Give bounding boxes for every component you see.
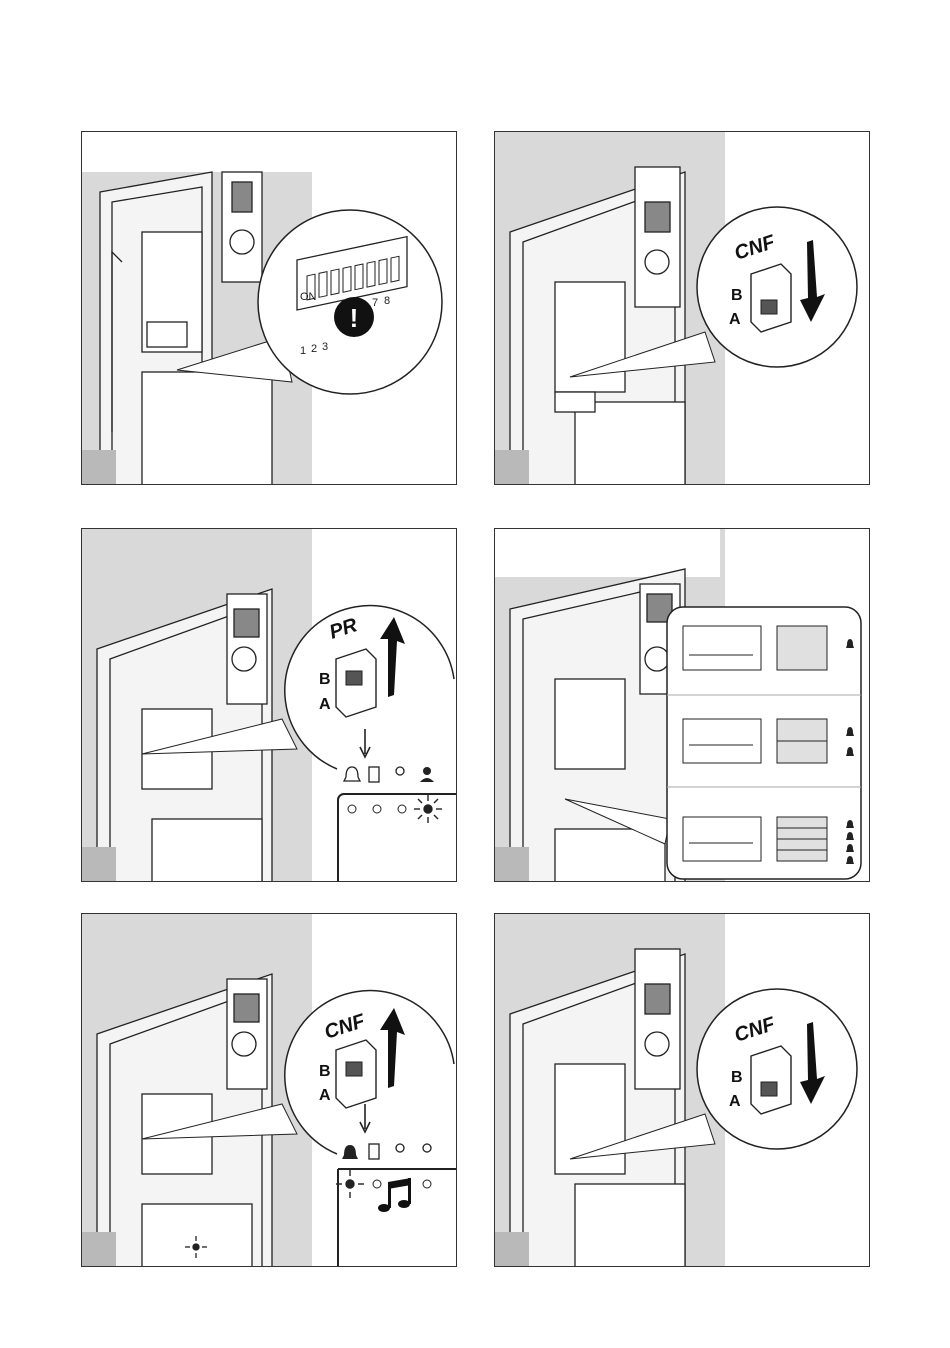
dip-number-1: 1 [300, 345, 306, 357]
status-icons-row [344, 767, 434, 782]
switch-label-a: A [319, 696, 331, 713]
dip-setting-1 [683, 626, 761, 670]
led-indicator [373, 1180, 381, 1188]
step-marker [495, 847, 529, 881]
speaking-person-icon [396, 1144, 404, 1152]
switch-label-a: A [729, 1093, 741, 1110]
switch-label-b: B [319, 671, 331, 688]
blinking-led-icon [336, 1170, 364, 1198]
switch-label-a: A [319, 1087, 331, 1104]
dip-on-label: ON [300, 291, 317, 303]
dip-setting-3 [683, 817, 761, 861]
device-illustration: ON 1 2 3 7 8 ! [82, 132, 457, 485]
warning-icon: ! [334, 297, 374, 337]
device-illustration: CNF B A [82, 914, 457, 1267]
dip-setting-2 [683, 719, 761, 763]
speaking-person-icon [396, 767, 404, 775]
step-marker [82, 847, 116, 881]
panel-dip-configuration [494, 528, 870, 882]
slide-switch [336, 1040, 376, 1108]
switch-label-b: B [731, 1069, 743, 1086]
led-indicator [423, 1180, 431, 1188]
step-marker [495, 1232, 529, 1266]
dip-number-3: 3 [322, 341, 328, 353]
device-illustration: CNF B A [495, 914, 870, 1267]
switch-label-b: B [319, 1063, 331, 1080]
panel-cnf-switch-down-final: CNF B A [494, 913, 870, 1267]
dip-number-2: 2 [311, 343, 317, 355]
step-marker [82, 1232, 116, 1266]
panel-dip-switch-warning: ON 1 2 3 7 8 ! [81, 131, 457, 485]
switch-label-a: A [729, 311, 741, 328]
door-icon [369, 1144, 379, 1159]
dip-number-7: 7 [372, 297, 378, 309]
door-icon [369, 767, 379, 782]
slide-switch [751, 1046, 791, 1114]
slide-switch [751, 264, 791, 332]
dip-number-8: 8 [384, 295, 390, 307]
step-marker [82, 450, 116, 484]
music-note-icon [378, 1178, 411, 1212]
panel-pr-switch-up: PR B A [81, 528, 457, 882]
device-illustration [495, 529, 870, 882]
person-icon [423, 1144, 431, 1152]
device-illustration: PR B A [82, 529, 457, 882]
panel-layout-1 [777, 626, 827, 670]
slide-switch [336, 649, 376, 717]
panel-cnf-switch-up: CNF B A [81, 913, 457, 1267]
blinking-led-icon [414, 795, 442, 823]
bell-icon [344, 767, 360, 781]
device-illustration: CNF B A [495, 132, 870, 485]
svg-text:!: ! [350, 303, 359, 333]
panel-cnf-switch-down: CNF B A [494, 131, 870, 485]
person-icon [423, 767, 431, 775]
step-marker [495, 450, 529, 484]
status-icons-row [342, 1144, 431, 1159]
switch-label-b: B [731, 287, 743, 304]
